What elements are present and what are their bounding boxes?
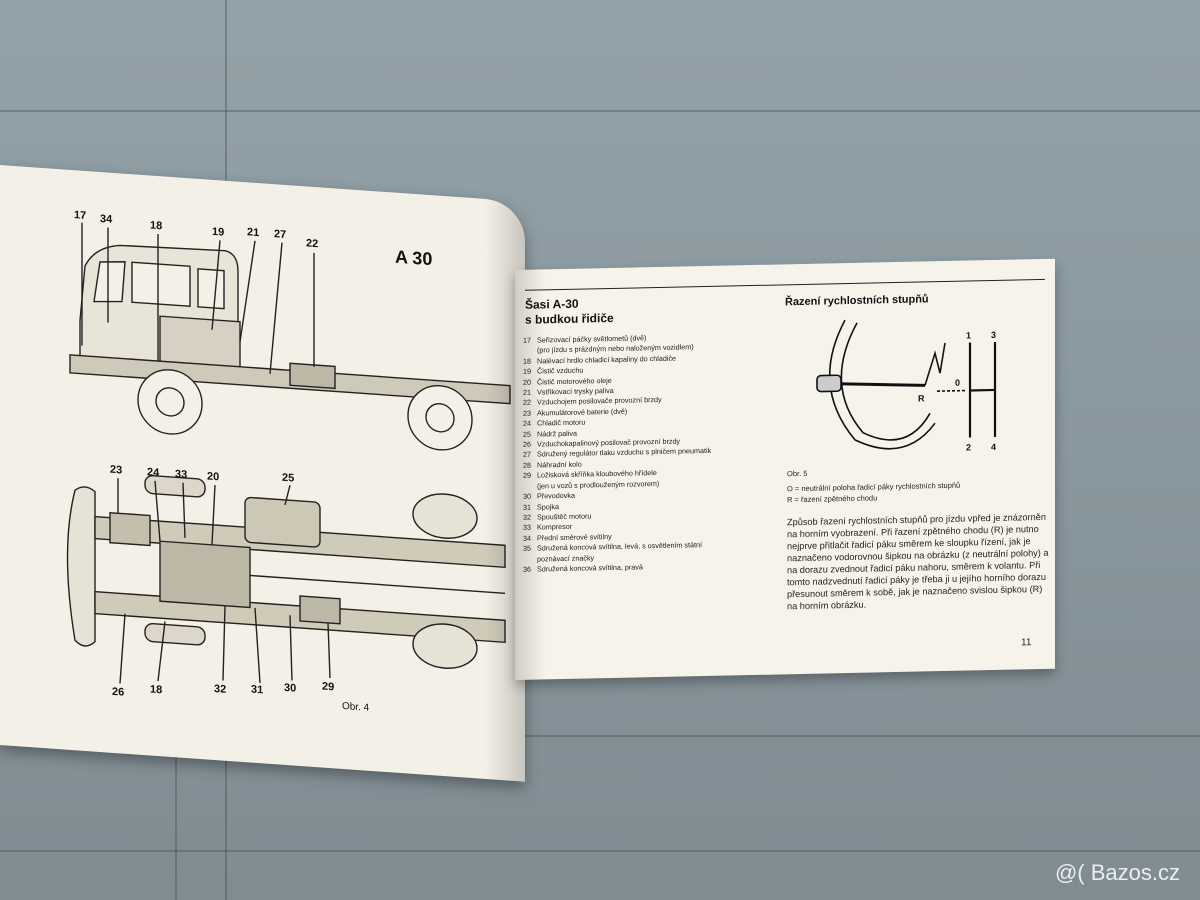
gear-label-1: 1 (966, 330, 971, 340)
gear-shift-diagram: 1 2 3 4 0 R (816, 319, 997, 453)
battery (109, 511, 151, 547)
left-page: A 30 17 34 18 19 21 27 22 23 24 33 20 25… (0, 165, 525, 782)
callout-27: 27 (274, 228, 286, 241)
callout-31: 31 (251, 684, 263, 697)
gear-label-3: 3 (991, 330, 996, 340)
callout-29: 29 (322, 681, 334, 694)
fig5-legend-neutral: O = neutrální poloha řadicí páky rychlos… (787, 480, 961, 494)
fuel-tank (244, 496, 321, 548)
callout-19: 19 (212, 226, 224, 239)
callout-24: 24 (147, 466, 160, 479)
front-hub (155, 387, 185, 417)
engine-top (159, 540, 251, 609)
rear-hub (425, 403, 455, 433)
callout-33: 33 (175, 468, 187, 481)
callout-30: 30 (284, 682, 296, 695)
drive-shaft (250, 574, 505, 595)
callout-22: 22 (306, 237, 318, 250)
chassis-title-line2: s budkou řidiče (525, 310, 614, 327)
floor-tile-seam (0, 850, 1200, 852)
cab-window (131, 261, 191, 308)
header-rule (525, 278, 1045, 291)
fig5-legend-reverse: R = řazení zpětného chodu (787, 493, 878, 505)
lever-knob (816, 374, 842, 393)
floor-tile-seam (175, 730, 177, 900)
shift-body-text: Způsob řazení rychlostních stupňů pro jí… (787, 511, 1049, 612)
gear-neutral-line (970, 388, 995, 392)
callout-20: 20 (207, 470, 219, 483)
watermark: @( Bazos.cz (1054, 860, 1180, 885)
callout-25: 25 (282, 472, 294, 485)
reverse-gate (924, 342, 946, 386)
callout-21: 21 (247, 226, 259, 239)
front-wheel (137, 369, 203, 435)
callout-17: 17 (74, 209, 86, 222)
gear-label-2: 2 (966, 442, 971, 452)
gear-label-4: 4 (991, 442, 996, 452)
callout-18: 18 (150, 220, 162, 233)
page-number: 11 (1021, 637, 1032, 649)
callout-32: 32 (214, 683, 226, 696)
callout-18-bottom: 18 (150, 684, 162, 697)
windshield (93, 261, 126, 303)
callout-23: 23 (110, 464, 122, 477)
front-tyre-top (144, 474, 206, 498)
gear-label-r: R (918, 393, 925, 403)
shift-title: Řazení rychlostních stupňů (785, 293, 929, 309)
rear-tyre-bottom (412, 623, 478, 669)
model-label: A 30 (395, 247, 432, 270)
steering-wheel-arc (828, 319, 936, 450)
callout-26: 26 (112, 686, 124, 699)
air-tank-top (299, 595, 341, 625)
callout-34: 34 (100, 213, 113, 226)
truck-diagram: A 30 17 34 18 19 21 27 22 23 24 33 20 25… (66, 209, 511, 714)
steering-wheel-arc-inner (840, 322, 931, 441)
chassis-title: Šasi A-30 s budkou řidiče (525, 294, 715, 328)
figure-caption-obr5: Obr. 5 (787, 468, 808, 479)
reverse-arrow (937, 389, 965, 392)
floor-tile-seam (0, 735, 1200, 737)
rear-wheel (407, 384, 473, 451)
air-tank (289, 362, 336, 390)
front-bumper (66, 486, 96, 647)
rear-tyre-top (412, 493, 478, 539)
cab-rear-window (197, 268, 225, 310)
front-tyre-bottom (144, 622, 206, 646)
floor-tile-seam (0, 110, 1200, 112)
gear-label-0: 0 (955, 378, 960, 388)
figure-caption-obr4: Obr. 4 (342, 701, 370, 714)
